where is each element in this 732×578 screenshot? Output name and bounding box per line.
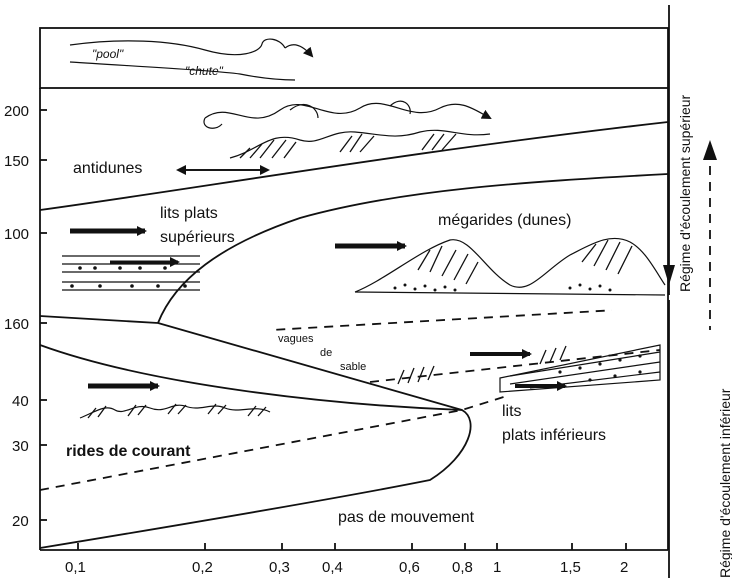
antidune-sketch [178,101,490,170]
regime-label-lower: Régime d'écoulement inférieur [717,388,732,578]
zone-label-no-movement: pas de mouvement [338,509,475,526]
antidune-curl [204,118,222,128]
x-tick-label: 0,1 [65,559,86,576]
ripple-profile [80,405,270,418]
antidune-curl [390,101,410,114]
inset-flow-arrow [285,45,312,56]
inset-chute-label: "chute" [185,64,224,78]
upper-flat-boundary [158,174,668,323]
inset-panel: "pool" "chute" [40,28,668,88]
y-tick-marks [40,110,47,520]
x-tick-label: 2 [620,559,628,576]
x-tick-label: 0,6 [399,559,420,576]
zone-label-lower-flat: plats inférieurs [502,427,606,444]
x-tick-label: 0,2 [192,559,213,576]
dune-foreset-dots [394,284,612,292]
antidune-surface-wave [205,103,490,118]
x-tick-label: 0,4 [322,559,343,576]
y-tick-label: 200 [4,103,29,120]
zone-label-upper-flat: supérieurs [160,229,235,246]
antidune-bed [230,130,490,158]
upper-flat-lower-boundary [40,316,158,323]
regime-up-arrowhead [703,140,717,160]
x-tick-label: 1 [493,559,501,576]
field-boundaries [40,122,668,548]
zone-label-sand-waves: sable [340,361,366,373]
inset-frame [40,28,668,88]
x-tick-label: 1,5 [560,559,581,576]
sand-wave-sketch [398,346,566,384]
zone-label-antidunes: antidunes [73,160,142,177]
y-tick-label: 40 [12,393,29,410]
zone-label-sand-waves: de [320,347,332,359]
sand-wave-dashed-upper [276,306,611,333]
inset-pool-label: "pool" [92,47,124,61]
inset-bed-curve [70,62,295,80]
zone-label-sand-waves: vagues [278,333,314,345]
y-tick-label: 30 [12,438,29,455]
x-tick-marks [78,543,626,550]
y-tick-label: 160 [4,316,29,333]
regime-down-arrowhead [663,265,675,285]
zone-label-upper-flat: lits plats [160,205,218,222]
dune-sketch [335,238,665,295]
regime-label-upper: Régime d'écoulement supérieur [677,94,693,292]
y-tick-label: 150 [4,153,29,170]
regime-bracket: Régime d'écoulement supérieur Régime d'é… [663,5,732,578]
x-tick-label: 0,8 [452,559,473,576]
x-tick-label: 0,3 [269,559,290,576]
lower-flat-dots [558,354,641,381]
zone-label-megaripples: mégarides (dunes) [438,212,571,229]
zone-label-lower-flat: lits [502,403,522,420]
antidune-curl [290,105,318,118]
y-tick-label: 20 [12,513,29,530]
zone-label-current-ripples: rides de courant [66,443,191,460]
y-tick-label: 100 [4,226,29,243]
laminae-dots [70,266,187,288]
